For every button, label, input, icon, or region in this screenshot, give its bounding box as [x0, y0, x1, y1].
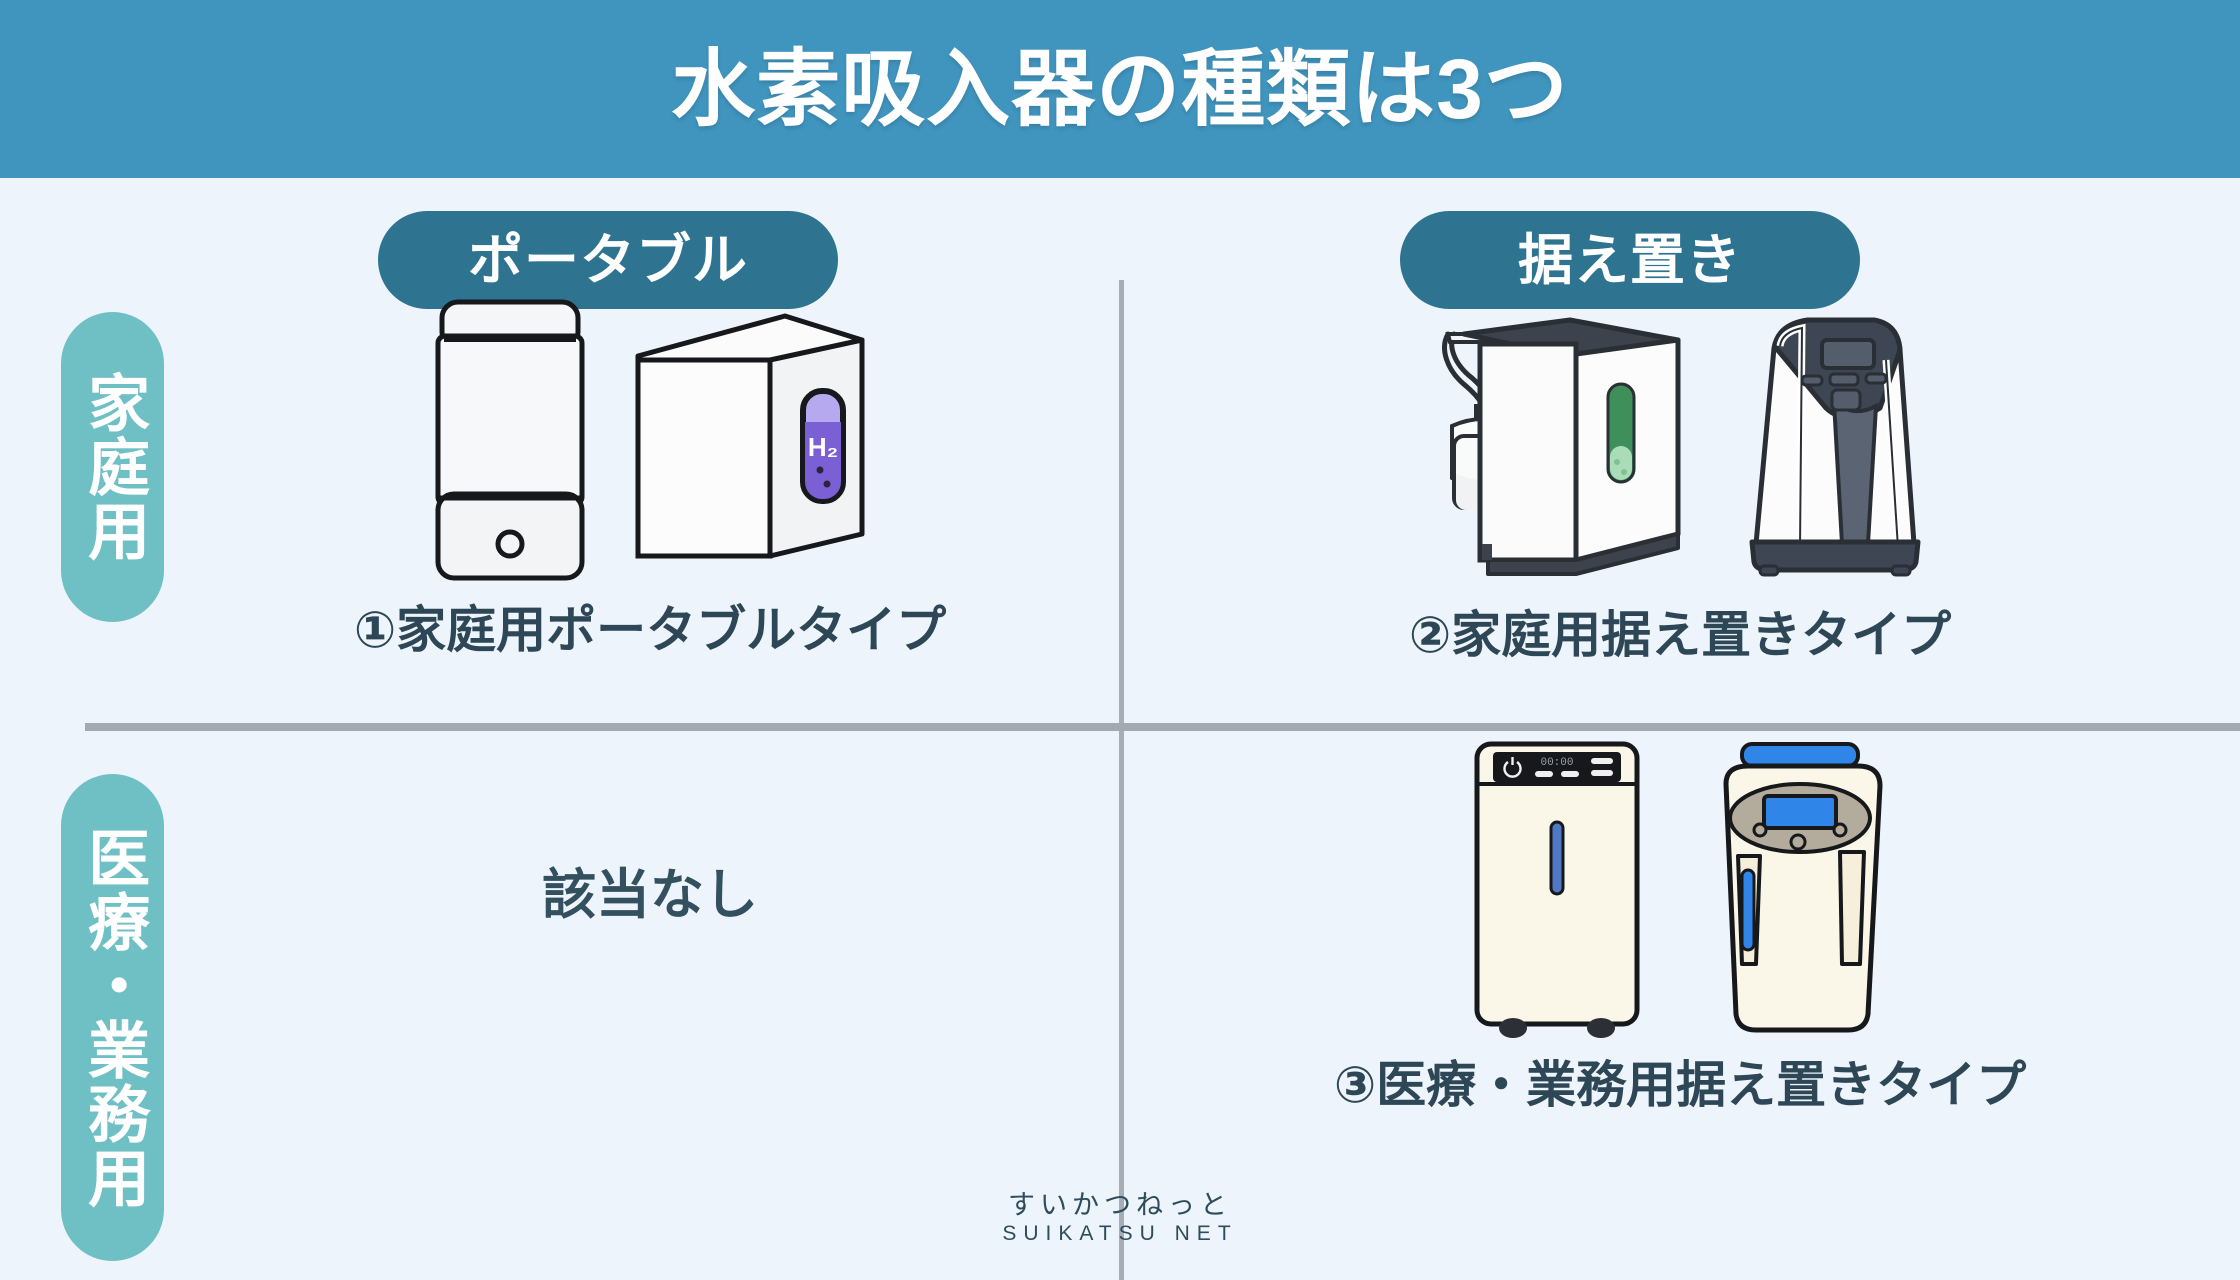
cell-medical-stationary-caption: ③医療・業務用据え置きタイプ	[1333, 1057, 2027, 1113]
cell-home-portable-caption: ①家庭用ポータブルタイプ	[353, 602, 947, 658]
cream-medical-generator-with-blue-display-icon	[1723, 742, 1882, 1033]
cell-medical-portable-empty-label: 該当なし	[542, 865, 758, 925]
cell-medical-stationary-illustration: 00:00	[1140, 738, 2220, 1038]
row-header-medical-use: 医療・業務用	[61, 774, 164, 1261]
site-logo-en: SUIKATSU NET	[1002, 1221, 1238, 1245]
cell-home-stationary-caption: ②家庭用据え置きタイプ	[1408, 607, 1952, 663]
cell-medical-stationary: 00:00	[1140, 738, 2220, 1258]
column-header-stationary: 据え置き	[1400, 211, 1860, 309]
vertical-divider	[1119, 280, 1124, 1280]
row-header-medical-use-label: 医療・業務用	[78, 825, 148, 1210]
cell-home-stationary: ②家庭用据え置きタイプ	[1140, 298, 2220, 718]
comparison-matrix: ポータブル 据え置き 家庭用 医療・業務用	[0, 178, 2240, 1280]
column-header-stationary-label: 据え置き	[1517, 228, 1742, 291]
bottle-type-hydrogen-inhaler-icon	[435, 299, 585, 581]
row-header-home-use: 家庭用	[61, 312, 164, 622]
cell-home-stationary-illustration	[1140, 298, 2220, 588]
h2-indicator-label: H₂	[808, 432, 838, 462]
page-header: 水素吸入器の種類は3つ	[0, 0, 2240, 178]
cell-medical-portable: 該当なし	[200, 738, 1100, 1238]
cell-home-portable-illustration: H₂	[200, 298, 1100, 583]
white-box-generator-with-humidifier-icon	[1442, 317, 1681, 576]
site-logo-jp: すいかつねっと	[1008, 1189, 1232, 1220]
horizontal-divider	[85, 723, 2240, 731]
page-title: 水素吸入器の種類は3つ	[671, 42, 1569, 136]
cell-home-portable: H₂ ①家庭用ポータブルタイプ	[200, 298, 1100, 718]
device-display-text: 00:00	[1540, 757, 1573, 769]
column-header-portable: ポータブル	[378, 211, 838, 309]
cream-medical-generator-with-panel-icon: 00:00	[1474, 741, 1639, 1038]
box-type-hydrogen-inhaler-icon: H₂	[635, 313, 865, 559]
column-header-portable-label: ポータブル	[467, 228, 748, 291]
dark-top-stationary-generator-icon	[1749, 317, 1921, 577]
site-logo: すいかつねっと SUIKATSU NET	[0, 1190, 2240, 1246]
row-header-home-use-label: 家庭用	[78, 371, 148, 563]
power-icon	[1502, 757, 1522, 778]
